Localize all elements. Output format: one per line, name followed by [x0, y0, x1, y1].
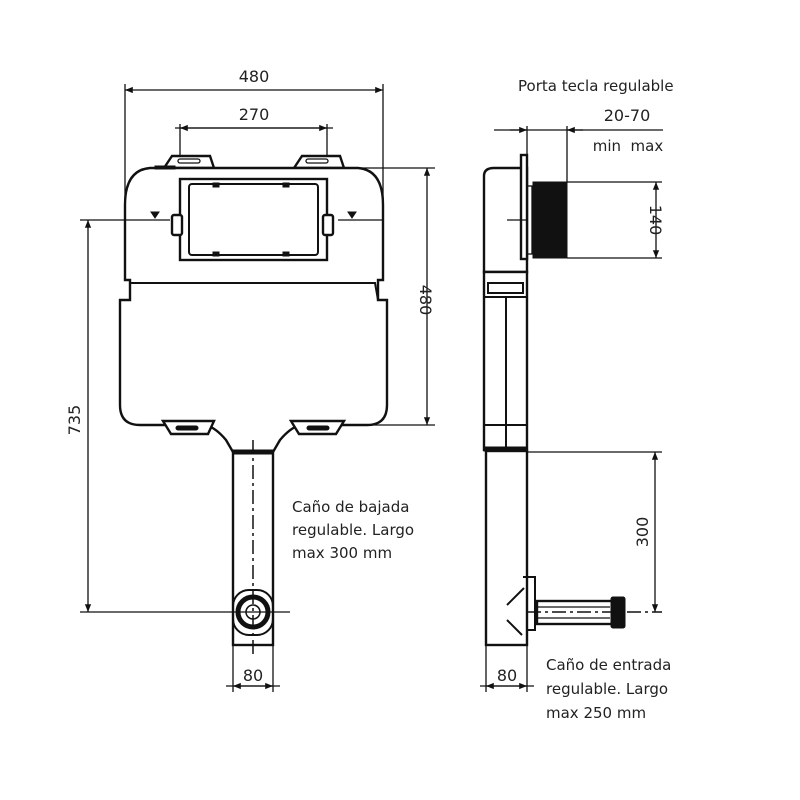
dim-label: 480: [416, 285, 435, 316]
svg-text:max 300 mm: max 300 mm: [292, 544, 392, 562]
inlet-note: Caño de entrada regulable. Largo max 250…: [546, 656, 671, 722]
level-marker-icon: [347, 211, 357, 219]
svg-text:Caño de entrada: Caño de entrada: [546, 656, 671, 674]
dim-label: 80: [243, 666, 263, 685]
side-view-title: Porta tecla regulable: [518, 77, 674, 95]
dimension-inlet-300: 300: [527, 451, 662, 612]
dimension-pipe-80: 80: [226, 645, 280, 692]
dimension-side-80: 80: [480, 645, 534, 692]
downpipe-note: Caño de bajada regulable. Largo max 300 …: [292, 498, 414, 562]
dimension-height-480: 480: [345, 167, 435, 426]
svg-text:max 250 mm: max 250 mm: [546, 704, 646, 722]
svg-text:Caño de bajada: Caño de bajada: [292, 498, 409, 516]
inlet-pipe: [535, 599, 614, 626]
frame-window: [178, 177, 329, 262]
min-max-label: min max: [593, 137, 664, 155]
dim-label: 140: [646, 205, 665, 236]
level-marker-icon: [150, 211, 160, 219]
dim-label: 20-70: [604, 106, 651, 125]
top-lug-right: [291, 154, 346, 170]
dim-label: 735: [65, 405, 84, 436]
side-pipe: [484, 449, 529, 647]
dim-label: 480: [239, 67, 270, 86]
side-view: Porta tecla regulable 20-70 min max 140: [480, 77, 674, 722]
dimension-height-735: 735: [65, 220, 290, 613]
dimension-depth-20-70: 20-70 min max: [494, 106, 663, 182]
side-tank-upper: [482, 166, 529, 274]
dim-label: 270: [239, 105, 270, 124]
svg-text:regulable. Largo: regulable. Largo: [546, 680, 668, 698]
front-view: 480 270: [65, 67, 435, 692]
dim-label: 300: [633, 517, 652, 548]
svg-text:regulable. Largo: regulable. Largo: [292, 521, 414, 539]
dimension-plate-140: 140: [567, 181, 665, 259]
button-holder: [532, 181, 568, 259]
dim-label: 80: [497, 666, 517, 685]
